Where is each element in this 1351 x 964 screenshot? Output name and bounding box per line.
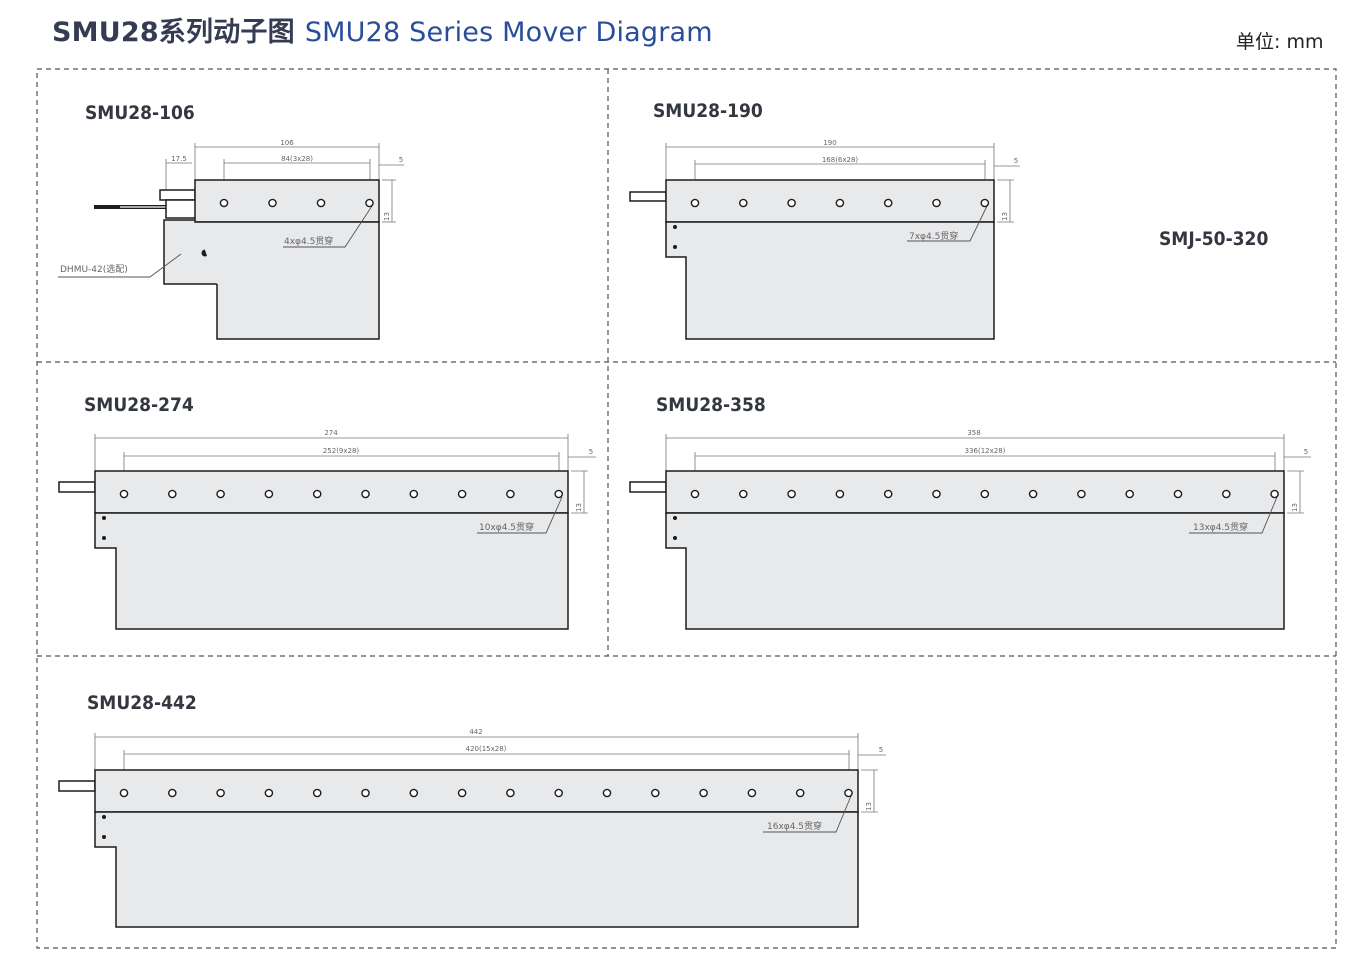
dim-height-442: 13 xyxy=(865,802,873,811)
mount-hole xyxy=(506,489,515,499)
mount-hole xyxy=(602,788,612,798)
mount-hole xyxy=(457,489,467,499)
mount-hole xyxy=(835,489,845,499)
dim-edge-190: 5 xyxy=(1014,157,1018,165)
mount-hole xyxy=(980,198,990,208)
unit-note: 单位: mm xyxy=(1236,31,1324,53)
hole-note-358: 13xφ4.5贯穿 xyxy=(1193,521,1248,533)
mount-hole xyxy=(1125,489,1134,499)
dim-edge-106: 5 xyxy=(399,156,403,164)
mount-hole xyxy=(739,489,748,499)
mount-hole xyxy=(361,788,370,798)
label-smu28-190: SMU28-190 xyxy=(653,100,763,122)
mount-hole xyxy=(1173,489,1183,499)
mount-hole xyxy=(264,489,274,499)
mount-hole xyxy=(844,788,853,798)
dim-overall-106: 106 xyxy=(280,139,294,147)
dim-overall-190: 190 xyxy=(823,139,836,147)
label-smu28-274: SMU28-274 xyxy=(84,394,194,416)
mount-holes-smu28-274 xyxy=(119,489,564,499)
mount-hole xyxy=(312,788,322,798)
mount-hole xyxy=(747,788,757,798)
mount-hole xyxy=(361,489,370,499)
mount-hole xyxy=(1077,489,1086,499)
mount-hole xyxy=(312,489,322,499)
mount-hole xyxy=(932,198,941,208)
label-smu28-442: SMU28-442 xyxy=(87,692,197,714)
label-smj-50-320: SMJ-50-320 xyxy=(1159,228,1268,250)
mount-hole xyxy=(699,788,708,798)
mount-hole xyxy=(690,489,700,499)
mount-hole xyxy=(787,489,796,499)
dim-pitch-274: 252(9x28) xyxy=(323,447,360,455)
mount-hole xyxy=(264,788,274,798)
mount-hole xyxy=(932,489,941,499)
mount-hole xyxy=(216,788,225,798)
dim-overall-442: 442 xyxy=(469,728,482,736)
mount-hole xyxy=(795,788,805,798)
mount-hole xyxy=(216,489,225,499)
dim-pitch-358: 336(12x28) xyxy=(965,447,1006,455)
mount-hole xyxy=(365,198,374,208)
mount-holes-smu28-358 xyxy=(690,489,1279,499)
mount-holes-smu28-106 xyxy=(219,198,374,208)
mount-hole xyxy=(739,198,748,208)
mount-hole xyxy=(554,788,564,798)
panel-borders xyxy=(36,68,1337,949)
dim-height-358: 13 xyxy=(1291,503,1299,512)
dim-pitch-106: 84(3x28) xyxy=(281,155,313,163)
mount-hole xyxy=(167,788,177,798)
mount-hole xyxy=(219,198,229,208)
mover-smu28-190 xyxy=(629,143,1020,340)
dim-edge-358: 5 xyxy=(1304,448,1308,456)
title-chinese: SMU28系列动子图 xyxy=(52,17,295,48)
mount-hole xyxy=(554,489,564,499)
mount-hole xyxy=(690,198,700,208)
hole-note-442: 16xφ4.5贯穿 xyxy=(767,820,822,832)
mount-hole xyxy=(167,489,177,499)
mover-smu28-442 xyxy=(58,733,886,928)
dim-height-274: 13 xyxy=(575,503,583,512)
label-smu28-106: SMU28-106 xyxy=(85,102,195,124)
label-smu28-358: SMU28-358 xyxy=(656,394,766,416)
dim-pitch-190: 168(6x28) xyxy=(822,156,859,164)
mount-hole xyxy=(457,788,467,798)
dim-overall-274: 274 xyxy=(324,429,338,437)
title-english: SMU28 Series Mover Diagram xyxy=(304,17,713,48)
dim-height-190: 13 xyxy=(1001,212,1009,221)
mount-hole xyxy=(980,489,990,499)
dim-offset-106: 17.5 xyxy=(171,155,187,163)
dim-pitch-442: 420(15x28) xyxy=(466,745,507,753)
mover-smu28-106 xyxy=(58,143,404,340)
mount-hole xyxy=(1222,489,1231,499)
dim-edge-442: 5 xyxy=(879,746,883,754)
mount-hole xyxy=(409,788,419,798)
mount-hole xyxy=(506,788,515,798)
mount-hole xyxy=(119,489,129,499)
mount-hole xyxy=(316,198,326,208)
dim-overall-358: 358 xyxy=(967,429,980,437)
mount-hole xyxy=(1270,489,1279,499)
hole-note-274: 10xφ4.5贯穿 xyxy=(479,521,534,533)
hole-note-190: 7xφ4.5贯穿 xyxy=(909,230,958,242)
mount-hole xyxy=(119,788,129,798)
hole-note-106: 4xφ4.5贯穿 xyxy=(284,235,333,247)
mount-hole xyxy=(787,198,796,208)
mount-hole xyxy=(1028,489,1038,499)
page-title: SMU28系列动子图 SMU28 Series Mover Diagram xyxy=(52,10,713,49)
mount-holes-smu28-442 xyxy=(119,788,853,798)
dim-edge-274: 5 xyxy=(589,448,593,456)
outer-border xyxy=(36,68,1337,949)
accessory-note-dhmu-42: DHMU-42(选配) xyxy=(60,263,128,275)
dim-height-106: 13 xyxy=(383,212,391,221)
mount-hole xyxy=(835,198,845,208)
mount-hole xyxy=(409,489,419,499)
mount-holes-smu28-190 xyxy=(690,198,990,208)
mount-hole xyxy=(883,198,893,208)
mount-hole xyxy=(883,489,893,499)
mount-hole xyxy=(268,198,277,208)
mount-hole xyxy=(651,788,660,798)
